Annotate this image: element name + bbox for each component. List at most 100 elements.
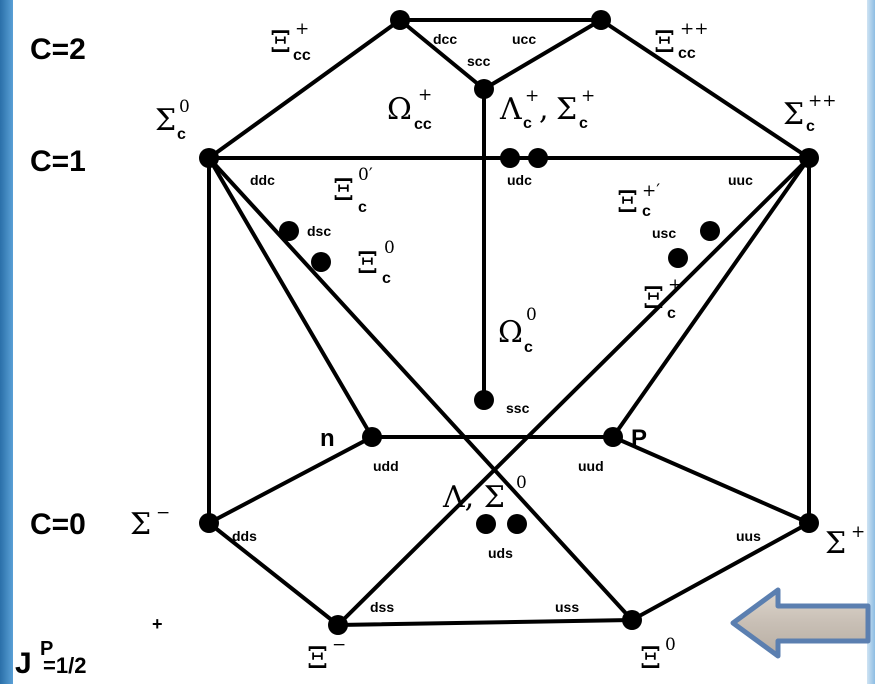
svg-text:c: c <box>523 115 532 132</box>
node-sigma-minus <box>199 513 219 533</box>
particle-xi-cc-plus: Ξ cc + <box>270 19 311 64</box>
edge <box>207 156 374 439</box>
quark-ddc: ddc <box>250 172 275 188</box>
particle-neutron: n <box>320 425 335 452</box>
node-xi-c-plus <box>668 248 688 268</box>
diagram-nodes <box>199 10 819 635</box>
row-label-c0: C=0 <box>30 508 86 541</box>
quark-uuc: uuc <box>728 172 753 188</box>
particle-lambda-c-sigma-c-plus: Λ c + , Σ c + <box>499 86 595 132</box>
edge <box>398 18 486 91</box>
svg-text:0: 0 <box>384 238 395 258</box>
svg-text:Ξ: Ξ <box>270 25 291 60</box>
svg-text:Ξ: Ξ <box>643 281 664 316</box>
svg-text:Ξ: Ξ <box>357 246 378 281</box>
svg-text:cc: cc <box>414 116 432 133</box>
edge <box>207 521 340 627</box>
svg-text:c: c <box>382 270 391 287</box>
quark-dsc: dsc <box>307 223 331 239</box>
svg-text:P: P <box>40 638 53 660</box>
quark-scc: scc <box>467 53 491 69</box>
node-xi-c-plus-prime <box>700 221 720 241</box>
quark-uud: uud <box>578 458 604 474</box>
quark-dcc: dcc <box>433 31 457 47</box>
svg-text:+: + <box>295 19 309 39</box>
particle-proton: P <box>631 425 647 452</box>
svg-text:+: + <box>152 614 163 634</box>
particle-xi-minus: Ξ − <box>307 635 346 676</box>
svg-text:0′: 0′ <box>358 165 373 185</box>
particle-sigma-c-zero: Σ c 0 <box>155 97 190 143</box>
node-omega-c-zero <box>474 390 494 410</box>
node-lambda-c-plus <box>500 148 520 168</box>
quark-udc: udc <box>507 172 532 188</box>
svg-text:0: 0 <box>526 305 537 325</box>
node-xi-cc-plus <box>390 10 410 30</box>
node-xi-zero <box>622 610 642 630</box>
svg-text:c: c <box>524 339 533 356</box>
node-sigma-c-zero <box>199 148 219 168</box>
svg-text:Λ, Σ: Λ, Σ <box>442 480 505 515</box>
quark-ssc: ssc <box>506 400 530 416</box>
svg-text:c: c <box>177 126 186 143</box>
svg-text:cc: cc <box>293 47 311 64</box>
particle-omega-cc-plus: Ω cc + <box>387 85 432 133</box>
particle-sigma-plus: Σ + <box>825 522 865 561</box>
node-sigma-c-plusplus <box>799 148 819 168</box>
edge <box>207 18 402 160</box>
particle-xi-c-plus-prime: Ξ c +′ <box>617 181 660 220</box>
svg-text:c: c <box>358 199 367 216</box>
svg-text:+: + <box>525 86 539 106</box>
edge <box>207 156 634 622</box>
svg-text:−: − <box>156 503 170 523</box>
quark-uus: uus <box>736 528 761 544</box>
svg-text:++: ++ <box>808 91 837 111</box>
node-sigma-plus <box>799 513 819 533</box>
svg-text:+′: +′ <box>642 181 660 201</box>
svg-text:c: c <box>806 118 815 135</box>
svg-text:Ξ: Ξ <box>333 173 354 208</box>
edge <box>482 18 603 91</box>
svg-text:Ξ: Ξ <box>640 641 661 676</box>
quark-labels: dcc ucc scc ddc udc uuc dsc usc ssc udd … <box>232 31 761 615</box>
svg-text:0: 0 <box>665 635 676 655</box>
svg-text:Ξ: Ξ <box>617 185 638 220</box>
node-sigma-c-plus <box>528 148 548 168</box>
node-neutron <box>362 427 382 447</box>
left-slide-border <box>0 0 13 684</box>
svg-text:+: + <box>581 86 595 106</box>
quark-usc: usc <box>652 225 676 241</box>
node-xi-c-zero-prime <box>279 221 299 241</box>
node-xi-c-zero <box>311 252 331 272</box>
left-arrow-icon <box>730 587 871 659</box>
svg-text:−: − <box>332 635 346 655</box>
svg-text:=1/2: =1/2 <box>43 653 86 678</box>
svg-text:+: + <box>668 275 682 295</box>
right-slide-border <box>867 0 875 684</box>
svg-text:Σ: Σ <box>783 97 804 132</box>
spin-parity-label: J P =1/2 + <box>15 614 163 680</box>
svg-text:Λ: Λ <box>499 92 522 127</box>
svg-text:Σ: Σ <box>825 526 846 561</box>
svg-text:++: ++ <box>680 19 709 39</box>
node-xi-minus <box>328 615 348 635</box>
svg-text:,: , <box>539 92 549 127</box>
edge <box>336 156 811 627</box>
particle-xi-c-plus: Ξ c + <box>643 275 682 322</box>
svg-text:c: c <box>667 305 676 322</box>
particle-sigma-minus: Σ − <box>130 503 170 542</box>
svg-text:Ω: Ω <box>498 315 523 350</box>
node-proton <box>603 427 623 447</box>
particle-xi-zero: Ξ 0 <box>640 635 676 676</box>
edge <box>611 435 811 525</box>
particle-xi-cc-plusplus: Ξ cc ++ <box>654 19 709 62</box>
svg-text:J: J <box>15 647 32 680</box>
particle-symbols: Ξ cc + Ξ cc ++ Ω cc + Σ c 0 <box>130 19 865 676</box>
row-label-c2: C=2 <box>30 33 86 66</box>
edge <box>599 18 811 160</box>
svg-text:0: 0 <box>516 473 527 493</box>
edge <box>630 521 811 622</box>
particle-sigma-c-plusplus: Σ c ++ <box>783 91 837 135</box>
